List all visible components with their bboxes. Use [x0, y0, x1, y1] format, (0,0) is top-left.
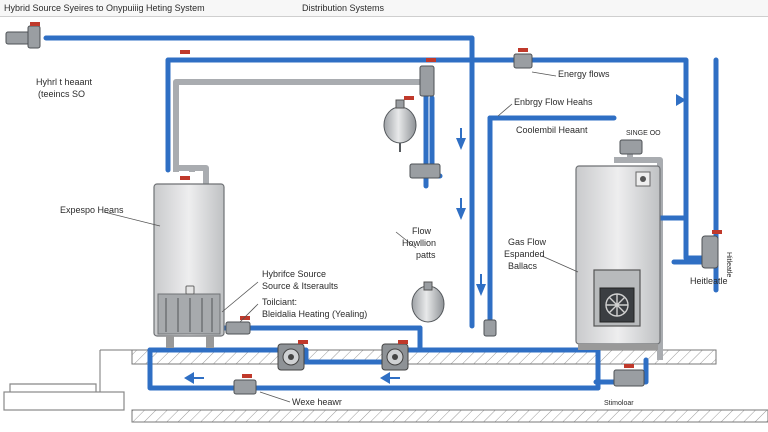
arrow-left-1 — [184, 372, 194, 384]
label-flow-paths: patts — [416, 250, 436, 260]
header-bar — [0, 0, 768, 17]
leader-lines — [103, 71, 579, 403]
label-toiltiant: Toilciant: — [262, 297, 298, 307]
valve-right-side — [701, 235, 719, 269]
right-boiler — [575, 165, 661, 350]
arrow-down-1 — [456, 138, 466, 150]
label-gas-espanded: Espanded — [504, 249, 545, 259]
label-gas-flow: Gas Flow — [508, 237, 547, 247]
flow-arrow-shafts — [192, 128, 482, 379]
label-side-tag: Hitleatle — [725, 252, 732, 278]
label-heatleatle: Heitleatle — [690, 276, 728, 286]
label-flow-heatlion: Howllion — [402, 238, 437, 248]
flow-arrows — [184, 94, 686, 384]
valve-handles — [30, 22, 722, 378]
label-coolembil-heant: Coolembil Heaant — [516, 125, 588, 135]
valve-bottom-right — [613, 369, 645, 387]
label-hybrid-source: Hybrifce Source — [262, 269, 327, 279]
pump-left — [277, 343, 305, 371]
label-flow: Flow — [412, 226, 432, 236]
valve-upper-tee — [419, 65, 435, 97]
label-energy-flows: Energy flows — [558, 69, 610, 79]
label-expespo-heans: Expespo Heans — [60, 205, 124, 215]
basement-slab — [131, 409, 768, 423]
header-title-center: Distribution Systems — [302, 3, 385, 13]
label-hybrid-heat-sub: (teeincs SO — [38, 89, 86, 99]
valve-top-right — [513, 53, 533, 69]
label-energy-flow-heats: Enbrgy Flow Heahs — [514, 97, 593, 107]
valve-mid — [409, 163, 441, 179]
left-boiler — [153, 183, 225, 348]
arrow-down-3 — [476, 284, 486, 296]
left-stand — [3, 383, 125, 411]
label-bleidalia: Bleidalia Heating (Yealing) — [262, 309, 368, 319]
arrow-down-2 — [456, 208, 466, 220]
label-gas-balacs: Ballacs — [508, 261, 538, 271]
header-title-left: Hybrid Source Syeires to Onypuiiig Hetin… — [4, 3, 205, 13]
label-hybrid-heat: Hyhrl t heaant — [36, 77, 93, 87]
expansion-tank-lower — [411, 281, 445, 323]
label-small-tag: SINGE OO — [626, 130, 661, 137]
arrow-up-right — [676, 94, 686, 106]
label-bottom-tag: Stimoloar — [604, 400, 634, 407]
label-wexe-heawr: Wexe heawr — [292, 397, 342, 407]
label-hybrid-source-sub: Source & Itseraults — [262, 281, 339, 291]
arrow-left-2 — [380, 372, 390, 384]
valves — [5, 25, 719, 395]
pump-right — [381, 343, 409, 371]
valve-boiler-top — [619, 139, 643, 155]
valve-bottom-left — [233, 379, 257, 395]
expansion-tank-upper — [383, 99, 417, 152]
valve-riser — [483, 319, 497, 337]
valve-boiler-out — [225, 321, 251, 335]
